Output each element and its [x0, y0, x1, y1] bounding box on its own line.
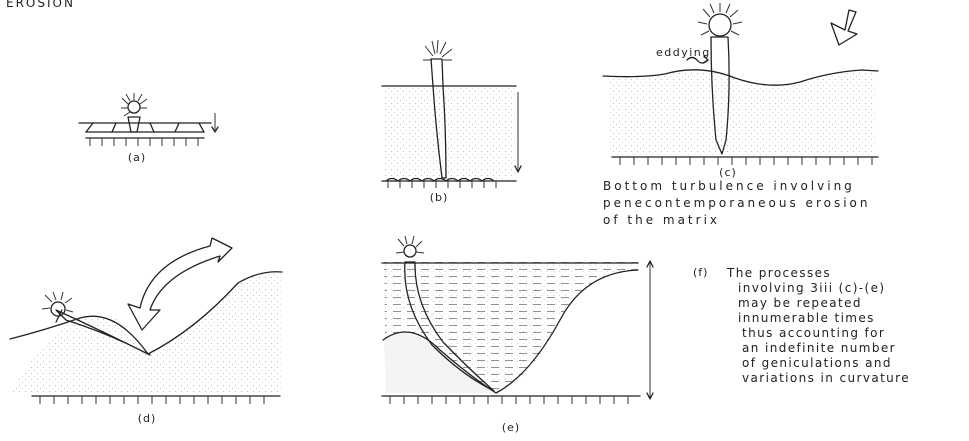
caption-line: penecontemporaneous erosion	[603, 195, 871, 212]
panel-c-caption: Bottom turbulence involving penecontempo…	[603, 178, 871, 229]
panel-a	[79, 93, 218, 146]
text-line: variations in curvature	[742, 371, 910, 386]
panel-b-label: (b)	[424, 191, 454, 204]
text-line: of geniculations and	[742, 356, 910, 371]
caption-line: Bottom turbulence involving	[603, 178, 871, 195]
text-line: innumerable times	[738, 311, 910, 326]
panel-a-label: (a)	[122, 151, 152, 164]
text-line: The processes	[727, 266, 910, 281]
text-line: involving 3iii (c)-(e)	[738, 281, 910, 296]
panel-f-label: (f)	[693, 266, 708, 279]
panel-f-text: The processes involving 3iii (c)-(e) may…	[727, 266, 910, 386]
panel-e-label: (e)	[496, 421, 526, 434]
panel-d	[10, 238, 282, 404]
panel-d-label: (d)	[132, 412, 162, 425]
panel-c	[603, 3, 878, 165]
text-line: thus accounting for	[742, 326, 910, 341]
text-line: may be repeated	[738, 296, 910, 311]
eddying-annotation: eddying	[656, 46, 711, 59]
panel-e	[382, 236, 653, 404]
text-line: an indefinite number	[742, 341, 910, 356]
caption-line: of the matrix	[603, 212, 871, 229]
panel-b	[382, 40, 521, 188]
